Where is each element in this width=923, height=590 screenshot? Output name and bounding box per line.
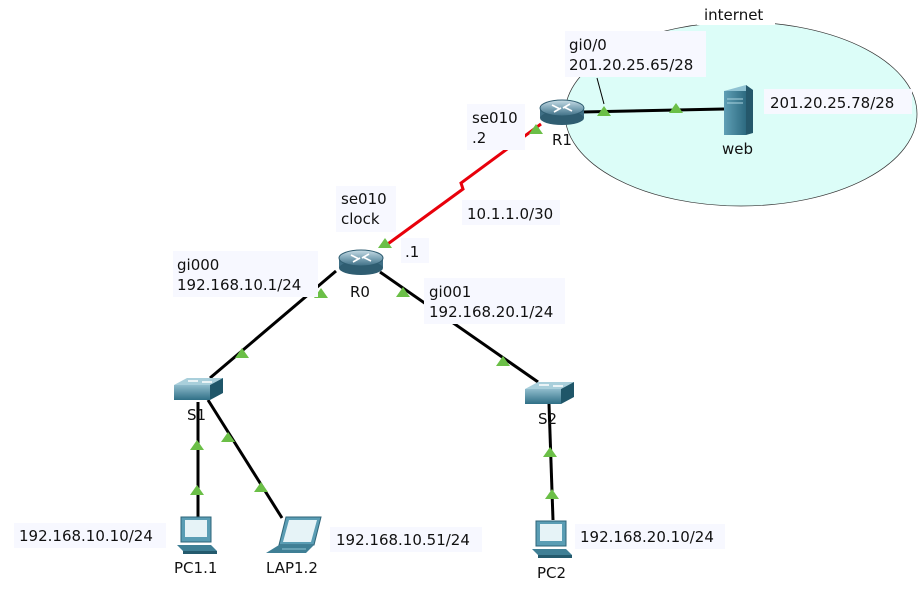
link-status-up bbox=[190, 440, 204, 450]
link-status-up bbox=[669, 103, 683, 113]
link-status-up bbox=[396, 287, 410, 297]
note-serial-network: 10.1.1.0/30 bbox=[462, 200, 560, 225]
note-r1-serial: se010 .2 bbox=[467, 104, 525, 150]
svg-text:192.168.20.10/24: 192.168.20.10/24 bbox=[580, 528, 714, 546]
svg-text:192.168.10.51/24: 192.168.10.51/24 bbox=[336, 531, 470, 549]
device-label-pc2: PC2 bbox=[537, 564, 566, 582]
svg-text:10.1.1.0/30: 10.1.1.0/30 bbox=[467, 205, 553, 223]
link-status-up bbox=[496, 356, 510, 366]
server-web-icon[interactable] bbox=[724, 85, 753, 135]
svg-text:192.168.20.1/24: 192.168.20.1/24 bbox=[429, 303, 553, 321]
link-status-up bbox=[254, 482, 268, 492]
note-r0-dot1: .1 bbox=[401, 238, 429, 263]
note-pc1-ip: 192.168.10.10/24 bbox=[14, 523, 166, 548]
device-label-s2: S2 bbox=[538, 410, 557, 428]
link-status-up bbox=[221, 432, 235, 442]
switch-s2-icon[interactable] bbox=[525, 382, 574, 404]
link-status-up bbox=[235, 348, 249, 358]
note-r1-gi: gi0/0 201.20.25.65/28 bbox=[565, 31, 706, 77]
switch-s1-icon[interactable] bbox=[174, 378, 223, 400]
device-label-r0: R0 bbox=[350, 283, 370, 301]
device-label-web: web bbox=[722, 140, 753, 158]
link-status-up bbox=[597, 106, 611, 116]
svg-text:.1: .1 bbox=[405, 243, 419, 261]
laptop-lap1-icon[interactable] bbox=[266, 516, 322, 553]
ethernet-link-s2-pc2 bbox=[547, 403, 555, 521]
note-r0-gi0: gi000 192.168.10.1/24 bbox=[173, 251, 318, 297]
note-lap1-ip: 192.168.10.51/24 bbox=[330, 527, 482, 552]
pc1-icon[interactable] bbox=[177, 516, 217, 554]
serial-link-r0-r1 bbox=[384, 122, 542, 248]
svg-text:se010: se010 bbox=[341, 190, 387, 208]
device-label-s1: S1 bbox=[187, 406, 206, 424]
ethernet-link-r0-s2 bbox=[379, 270, 539, 384]
note-pc2-ip: 192.168.20.10/24 bbox=[575, 524, 725, 549]
link-status-indicators bbox=[190, 103, 683, 499]
link-status-up bbox=[543, 447, 557, 457]
note-web-ip: 201.20.25.78/28 bbox=[764, 89, 912, 114]
internet-label: internet bbox=[704, 6, 763, 24]
svg-text:gi001: gi001 bbox=[429, 283, 471, 301]
svg-text:gi000: gi000 bbox=[177, 256, 219, 274]
device-label-lap1: LAP1.2 bbox=[266, 559, 318, 577]
svg-text:201.20.25.65/28: 201.20.25.65/28 bbox=[569, 56, 693, 74]
ethernet-link-s1-lap1 bbox=[206, 399, 284, 519]
annotation-line-gi00 bbox=[596, 77, 605, 105]
link-status-up bbox=[190, 485, 204, 495]
link-status-up bbox=[378, 238, 392, 248]
svg-text:clock: clock bbox=[341, 210, 380, 228]
note-r0-gi1: gi001 192.168.20.1/24 bbox=[424, 278, 565, 324]
svg-text:se010: se010 bbox=[472, 109, 518, 127]
svg-text:gi0/0: gi0/0 bbox=[569, 36, 607, 54]
link-status-up bbox=[529, 124, 543, 134]
svg-text:201.20.25.78/28: 201.20.25.78/28 bbox=[770, 94, 894, 112]
note-r0-serial: se010 clock bbox=[336, 186, 396, 232]
svg-text:192.168.10.1/24: 192.168.10.1/24 bbox=[177, 276, 301, 294]
router-r1-icon[interactable] bbox=[539, 99, 585, 125]
link-status-up bbox=[545, 489, 559, 499]
router-r0-icon[interactable] bbox=[338, 249, 384, 275]
internet-label-bg bbox=[697, 4, 775, 25]
pc2-icon[interactable] bbox=[532, 520, 572, 558]
device-label-pc1: PC1.1 bbox=[174, 559, 217, 577]
svg-text:192.168.10.10/24: 192.168.10.10/24 bbox=[19, 527, 153, 545]
svg-text:.2: .2 bbox=[472, 129, 486, 147]
device-label-r1: R1 bbox=[552, 131, 572, 149]
